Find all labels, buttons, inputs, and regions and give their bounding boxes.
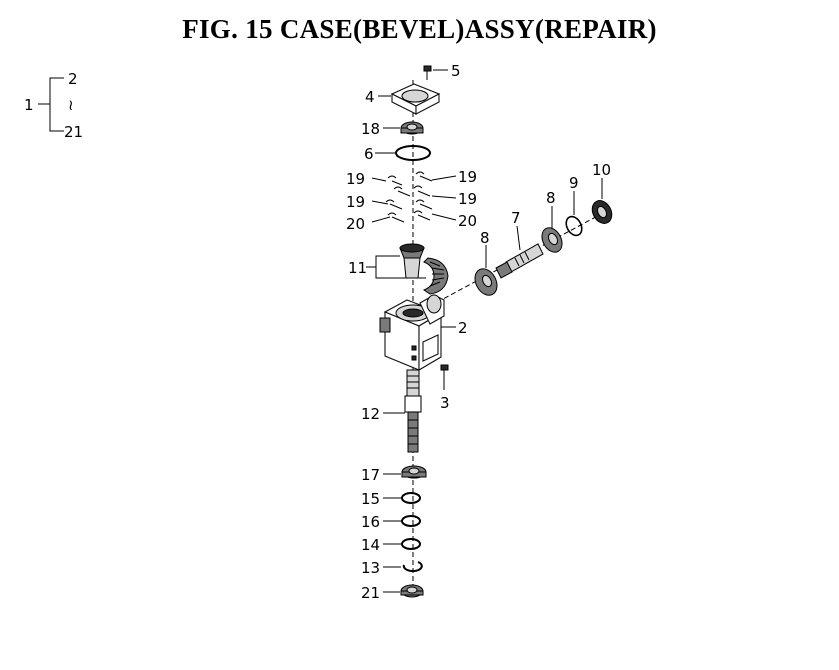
part-bolt-5: 5 (423, 62, 461, 80)
legend-bracket: 1 2 ≀ 21 (24, 70, 83, 141)
part-oil-seal-10: 10 (591, 161, 613, 224)
callout-21: 21 (361, 584, 380, 602)
part-bearing-17: 17 (361, 465, 427, 484)
part-snap-ring-9: 9 (565, 174, 583, 237)
callout-5: 5 (451, 62, 461, 80)
part-gear-case-2: 2 (379, 294, 468, 371)
callout-20-left: 20 (346, 215, 365, 233)
callout-10: 10 (592, 161, 611, 179)
callout-17: 17 (361, 466, 380, 484)
part-pinion-shaft-7: 7 (495, 209, 544, 279)
legend-last-number: 21 (64, 123, 83, 141)
part-oil-seal-21: 21 (361, 584, 424, 602)
part-washer-15: 15 (361, 490, 421, 508)
callout-3: 3 (440, 394, 450, 412)
part-washer-16: 16 (361, 513, 421, 531)
callout-19-lower-right: 19 (458, 190, 477, 208)
callout-20-right: 20 (458, 212, 477, 230)
callout-19-upper-left: 19 (346, 170, 365, 188)
part-washer-14: 14 (361, 536, 421, 554)
callout-2: 2 (458, 319, 468, 337)
callout-13: 13 (361, 559, 380, 577)
callout-18: 18 (361, 120, 380, 138)
callout-19-lower-left: 19 (346, 193, 365, 211)
part-bearing-18: 18 (361, 120, 424, 138)
callout-9: 9 (569, 174, 579, 192)
callout-4: 4 (365, 88, 375, 106)
part-o-ring-6: 6 (364, 145, 431, 163)
callout-11: 11 (348, 259, 367, 277)
legend-first-number: 2 (68, 70, 78, 88)
part-snap-ring-13: 13 (361, 559, 423, 577)
part-grease-plug-3: 3 (440, 364, 450, 412)
legend-range-mark: ≀ (68, 96, 74, 114)
legend-parent-number: 1 (24, 96, 34, 114)
part-bevel-gear-set-11: 11 (348, 243, 449, 295)
callout-14: 14 (361, 536, 380, 554)
figure-title: FIG. 15 CASE(BEVEL)ASSY(REPAIR) (182, 14, 657, 44)
callout-6: 6 (364, 145, 374, 163)
callout-8-outer: 8 (546, 189, 556, 207)
part-bearing-8-inner: 8 (474, 229, 498, 296)
part-drive-shaft-12: 12 (361, 369, 422, 453)
part-shims-19-20: 19 19 19 19 20 20 (346, 168, 477, 233)
callout-7: 7 (511, 209, 521, 227)
part-cover-4: 4 (365, 83, 441, 115)
callout-8-inner: 8 (480, 229, 490, 247)
callout-16: 16 (361, 513, 380, 531)
part-bearing-8-outer: 8 (541, 189, 563, 253)
callout-15: 15 (361, 490, 380, 508)
callout-12: 12 (361, 405, 380, 423)
callout-19-upper-right: 19 (458, 168, 477, 186)
